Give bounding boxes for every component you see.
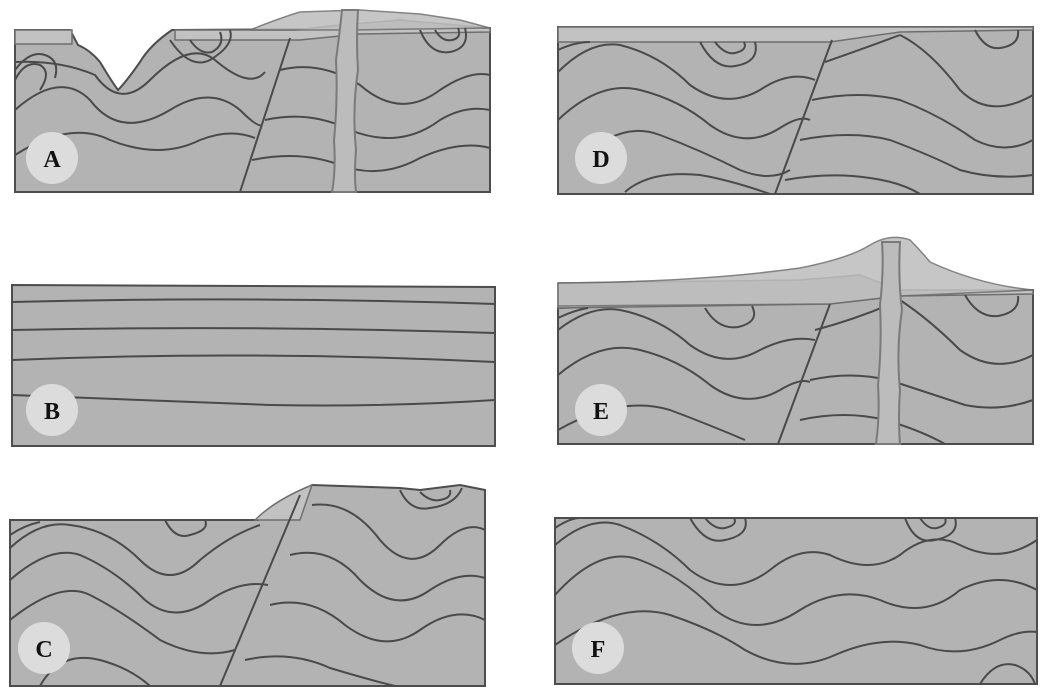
panel-c-fault bbox=[219, 494, 301, 687]
panel-f: F bbox=[554, 517, 1038, 685]
panel-d-sediment-layer bbox=[557, 26, 1034, 43]
panel-e-dike bbox=[874, 241, 904, 445]
svg-text:F: F bbox=[591, 637, 606, 663]
panel-e-label: E bbox=[575, 384, 627, 436]
panel-b-label: B bbox=[26, 384, 78, 436]
panel-a: A bbox=[14, 9, 491, 193]
panel-b: B bbox=[11, 283, 496, 447]
panel-a-label: A bbox=[26, 132, 78, 184]
panel-d-label: D bbox=[575, 132, 627, 184]
panel-d-fault bbox=[774, 39, 833, 195]
panel-b-rock-body bbox=[11, 283, 496, 447]
svg-text:D: D bbox=[592, 147, 609, 173]
panel-a-dike bbox=[330, 9, 360, 193]
panel-a-remnant-cap bbox=[14, 29, 73, 45]
panel-f-label: F bbox=[572, 622, 624, 674]
panel-a-volcanic-layer bbox=[249, 9, 491, 31]
panel-e-volcanic-cone bbox=[557, 236, 1034, 307]
svg-text:E: E bbox=[593, 399, 609, 425]
panel-c: C bbox=[9, 483, 486, 687]
panel-c-label: C bbox=[18, 622, 70, 674]
panel-d-rock-body bbox=[557, 26, 1034, 195]
panel-f-rock-body bbox=[554, 517, 1038, 685]
svg-text:C: C bbox=[35, 637, 52, 663]
panel-a-rock-body bbox=[14, 26, 491, 193]
panel-a-fault bbox=[239, 37, 291, 193]
panel-e: E bbox=[557, 236, 1034, 445]
panel-c-sediment-wedge bbox=[253, 483, 314, 521]
svg-text:A: A bbox=[43, 147, 61, 173]
svg-text:B: B bbox=[44, 399, 60, 425]
panel-d: D bbox=[557, 26, 1034, 195]
